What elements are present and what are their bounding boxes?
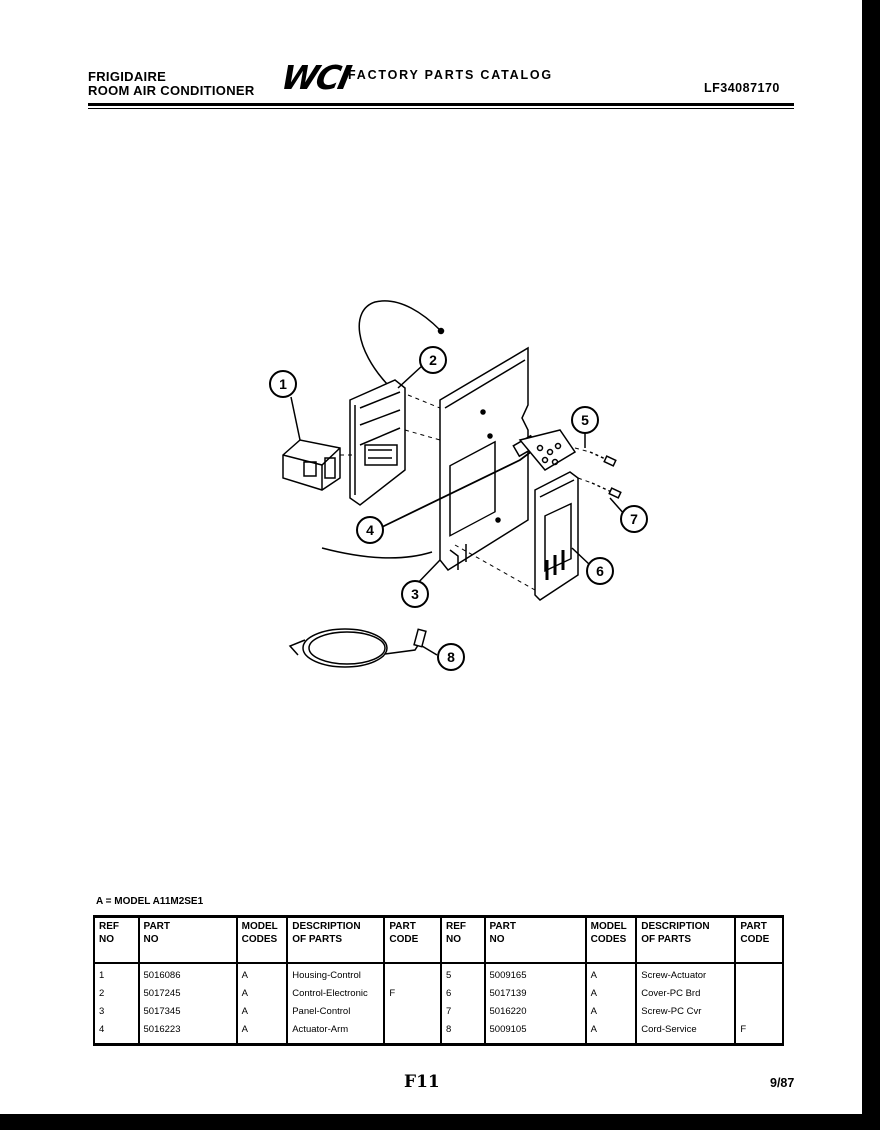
code-cell: [383, 1021, 442, 1046]
ref-cell: 6: [440, 985, 486, 1003]
callout-7: 7: [620, 505, 648, 533]
desc-cell: Cover-PC Brd: [635, 985, 737, 1003]
ref-cell: 8: [440, 1021, 486, 1046]
model-cell: A: [584, 1021, 638, 1046]
part-cell: 5016086: [137, 963, 238, 985]
svg-text:7: 7: [630, 511, 638, 527]
header-rule-thin: [88, 108, 794, 109]
screw-pc-cover-part: [591, 482, 622, 499]
callout-6: 6: [586, 557, 614, 585]
brand-block: FRIGIDAIRE ROOM AIR CONDITIONER: [88, 70, 255, 98]
svg-text:8: 8: [447, 649, 455, 665]
callout-5: 5: [571, 406, 599, 434]
part-cell: 5017139: [483, 985, 587, 1003]
svg-text:1: 1: [279, 376, 287, 392]
desc-cell: Control-Electronic: [286, 985, 386, 1003]
exploded-parts-diagram: 1 2 3 4 5 6 7 8: [269, 300, 648, 671]
code-cell: [734, 963, 784, 985]
callout-1: 1: [269, 370, 297, 398]
ref-cell: 4: [93, 1021, 140, 1046]
model-cell: A: [235, 963, 289, 985]
model-cell: A: [235, 1003, 289, 1021]
svg-text:4: 4: [366, 522, 374, 538]
control-housing-part: [282, 439, 341, 491]
model-cell: A: [584, 1003, 638, 1021]
svg-text:2: 2: [429, 352, 437, 368]
code-cell: [734, 985, 784, 1003]
code-cell: F: [383, 985, 442, 1003]
screw-actuator-part: [589, 451, 617, 467]
table-row: 2 5017245 A Control-Electronic F 6 50171…: [93, 985, 784, 1003]
model-cell: A: [235, 1021, 289, 1046]
control-panel-part: [439, 346, 529, 571]
part-cell: 5017345: [137, 1003, 238, 1021]
brand-name: FRIGIDAIRE: [88, 69, 167, 84]
code-cell: [383, 963, 442, 985]
model-legend: A = MODEL A11M2SE1: [96, 896, 204, 907]
ref-cell: 3: [93, 1003, 140, 1021]
part-cell: 5017245: [137, 985, 238, 1003]
revision-date: 9/87: [770, 1076, 795, 1090]
callout-4: 4: [356, 516, 384, 544]
desc-cell: Housing-Control: [286, 963, 386, 985]
part-cell: 5009105: [483, 1021, 587, 1046]
desc-cell: Screw-PC Cvr: [635, 1003, 737, 1021]
part-cell: 5016223: [137, 1021, 238, 1046]
part-cell: 5016220: [483, 1003, 587, 1021]
catalog-title: FACTORY PARTS CATALOG: [348, 68, 553, 82]
connector-block: [518, 429, 577, 471]
part-cell: 5009165: [483, 963, 587, 985]
header-rule: [88, 103, 794, 106]
desc-cell: Screw-Actuator: [635, 963, 737, 985]
catalog-page: FRIGIDAIRE ROOM AIR CONDITIONER WCI FACT…: [0, 0, 862, 1114]
table-row: 3 5017345 A Panel-Control 7 5016220 A Sc…: [93, 1003, 784, 1021]
service-cord-part: [288, 628, 427, 668]
sensor-wire: [358, 300, 441, 386]
model-cell: A: [235, 985, 289, 1003]
desc-cell: Actuator-Arm: [286, 1021, 386, 1046]
callout-8: 8: [437, 643, 465, 671]
page-number: F11: [404, 1072, 440, 1092]
code-cell: [734, 1003, 784, 1021]
callout-3: 3: [401, 580, 429, 608]
desc-cell: Panel-Control: [286, 1003, 386, 1021]
code-cell: F: [734, 1021, 784, 1046]
callout-2: 2: [419, 346, 447, 374]
product-line: ROOM AIR CONDITIONER: [88, 83, 255, 98]
model-cell: A: [584, 985, 638, 1003]
svg-text:3: 3: [411, 586, 419, 602]
ref-cell: 2: [93, 985, 140, 1003]
harness-wire: [321, 547, 433, 559]
catalog-number: LF34087170: [704, 81, 780, 95]
code-cell: [383, 1003, 442, 1021]
pc-board-cover-part: [534, 471, 579, 601]
model-cell: A: [584, 963, 638, 985]
electronic-control-part: [349, 379, 406, 506]
desc-cell: Cord-Service: [635, 1021, 737, 1046]
svg-text:5: 5: [581, 412, 589, 428]
svg-text:6: 6: [596, 563, 604, 579]
ref-cell: 5: [440, 963, 486, 985]
table-row: 1 5016086 A Housing-Control 5 5009165 A …: [93, 963, 784, 985]
ref-cell: 1: [93, 963, 140, 985]
table-row: 4 5016223 A Actuator-Arm 8 5009105 A Cor…: [93, 1021, 784, 1046]
ref-cell: 7: [440, 1003, 486, 1021]
